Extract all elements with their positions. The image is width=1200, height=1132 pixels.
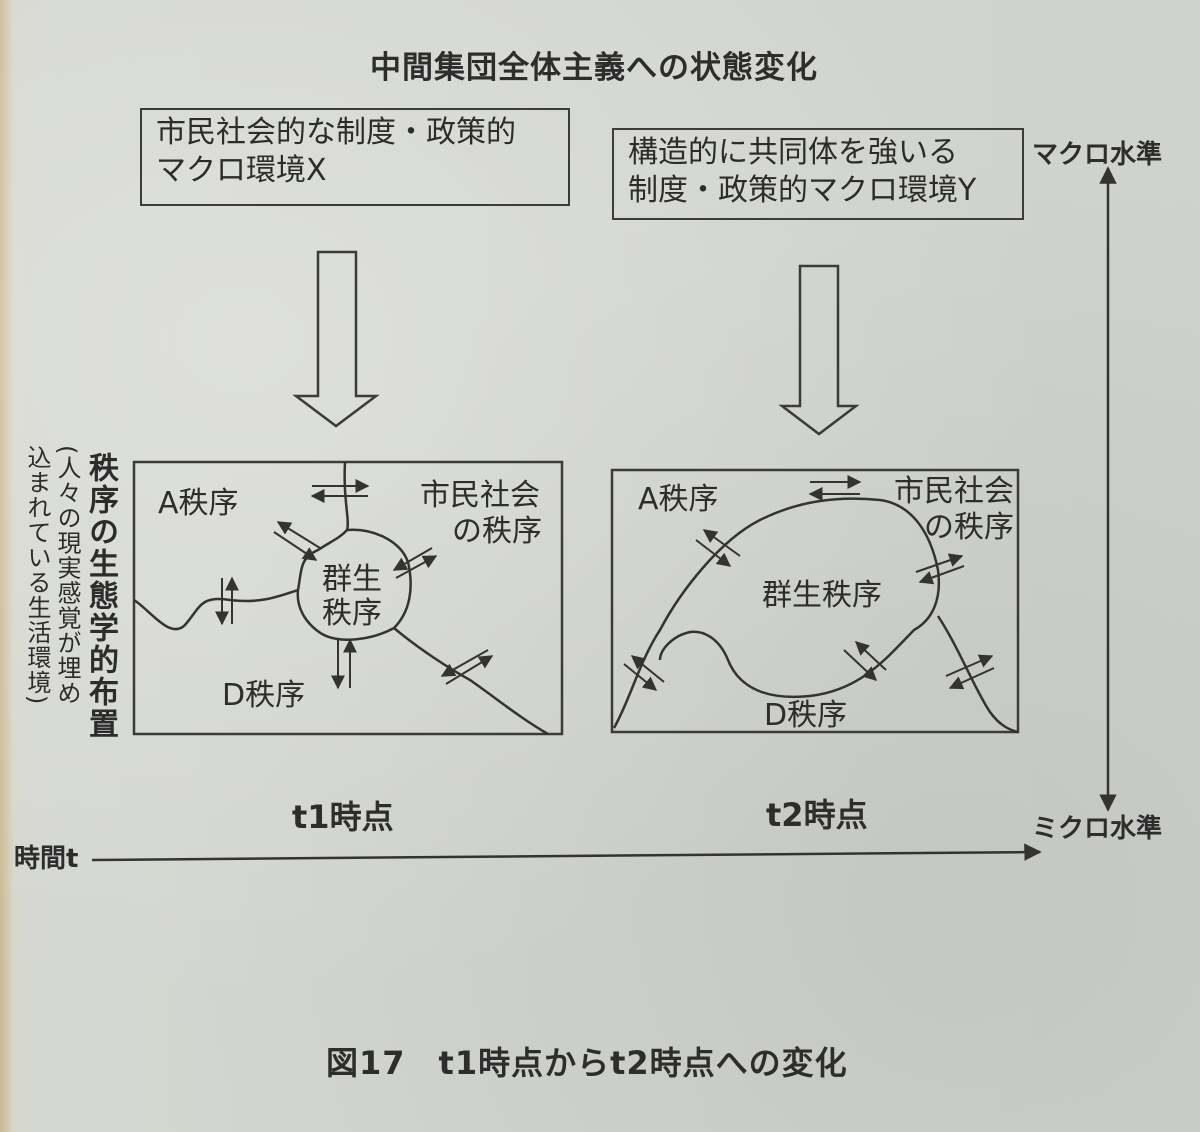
t2-gunsei-label: 群生秩序 (762, 578, 882, 613)
t1-time-label: t1時点 (292, 798, 394, 836)
macro-environment-x-box: 市民社会的な制度・政策的 マクロ環境X (140, 108, 570, 206)
box-x-line1: 市民社会的な制度・政策的 (156, 115, 516, 150)
diagram-title: 中間集団全体主義への状態変化 (370, 50, 818, 86)
t1-gunsei-label-line2: 秩序 (322, 596, 382, 631)
t2-a-order-label: A秩序 (638, 482, 719, 517)
t1-civil-order-label-line1: 市民社会 (420, 478, 540, 513)
macro-environment-y-box: 構造的に共同体を強いる 制度・政策的マクロ環境Y (612, 128, 1024, 220)
time-axis-label: 時間t (14, 844, 79, 874)
panel-t1-frame (132, 460, 564, 736)
box-y-line1: 構造的に共同体を強いる (628, 135, 958, 170)
t1-a-order-label: A秩序 (158, 486, 239, 521)
panel-t2-exchange-arrows (623, 475, 995, 691)
panel-t1-curves (133, 461, 549, 736)
t2-civil-order-label-line1: 市民社会 (894, 474, 1014, 509)
down-arrow-t1 (292, 250, 380, 428)
box-x-line2: マクロ環境X (156, 153, 327, 188)
t2-d-order-label: D秩序 (764, 698, 848, 733)
t2-time-label: t2時点 (766, 796, 868, 834)
box-y-line2: 制度・政策的マクロ環境Y (628, 173, 977, 208)
panel-t2-frame (610, 468, 1020, 734)
side-label-sub-line1: (人々の現実感覚が埋め (53, 445, 81, 706)
panel-t1-exchange-arrows (215, 479, 494, 690)
t1-d-order-label: D秩序 (222, 678, 306, 713)
figure-caption: 図17 t1時点からt2時点への変化 (326, 1044, 848, 1082)
side-label-sub: (人々の現実感覚が埋め 込まれている生活環境) (22, 445, 82, 705)
time-axis (91, 843, 1042, 862)
side-label-sub-line2: 込まれている生活環境) (23, 445, 51, 706)
micro-level-label: ミクロ水準 (1032, 814, 1163, 844)
macro-level-label: マクロ水準 (1032, 140, 1163, 170)
down-arrow-t2 (778, 264, 860, 436)
t2-civil-order-label-line2: の秩序 (924, 510, 1014, 545)
side-label-main: 秩序の生態学的布置 (83, 452, 118, 740)
t1-civil-order-label-line2: の秩序 (452, 514, 542, 549)
t1-gunsei-label-line1: 群生 (322, 562, 382, 597)
